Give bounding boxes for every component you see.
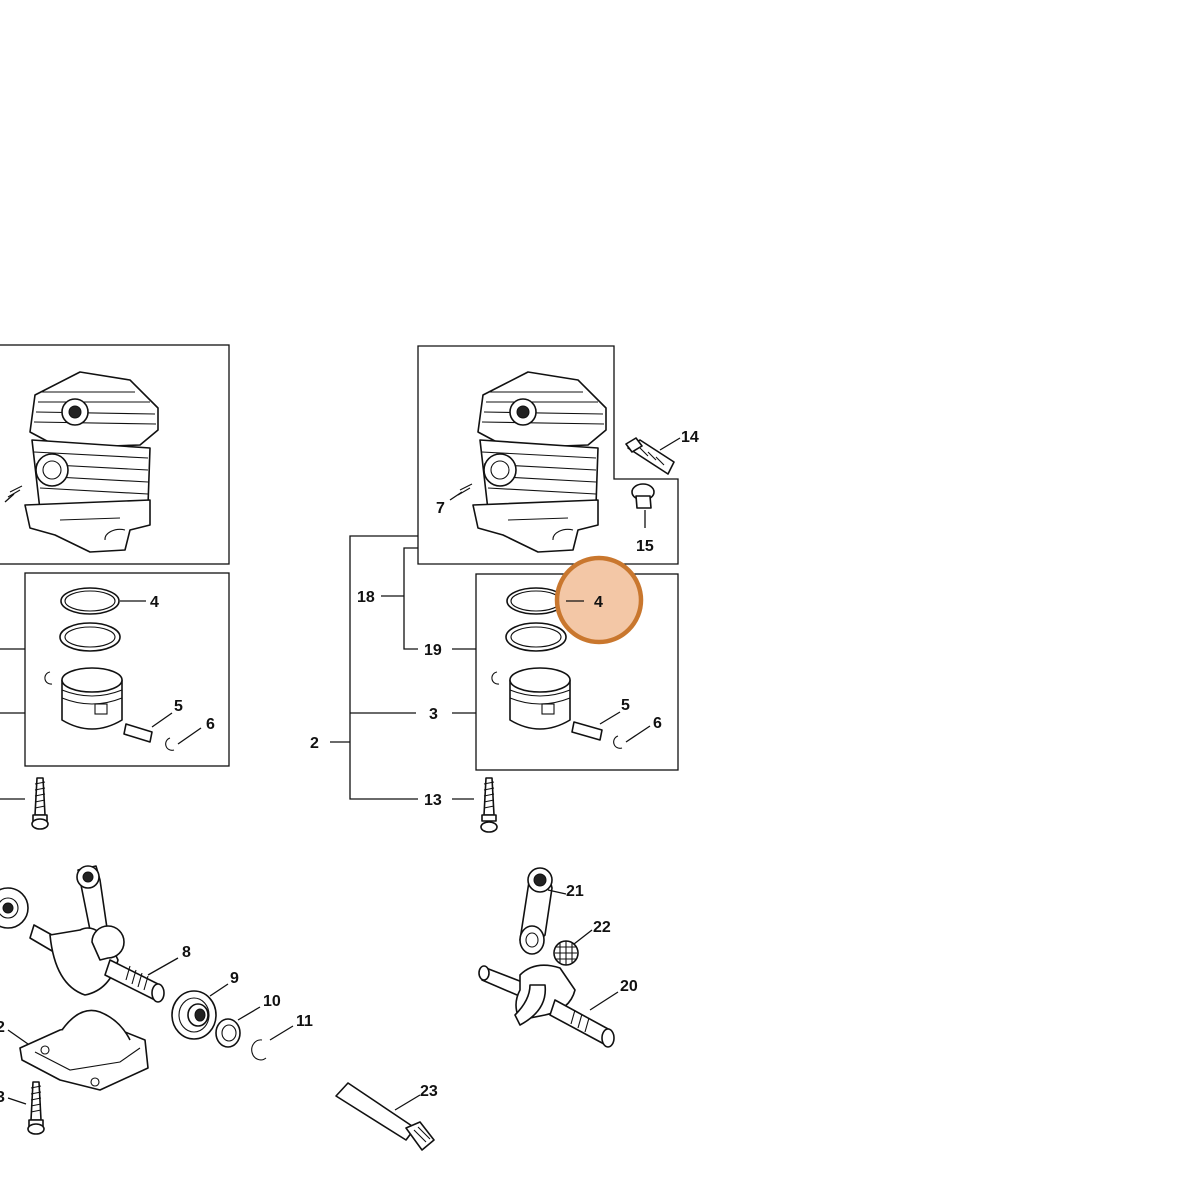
left-callout-6: 6 [206, 716, 215, 733]
right-conrod-drawing [519, 867, 567, 955]
left-callout-8: 8 [182, 944, 191, 961]
left-crankcase-drawing [7, 1009, 149, 1091]
left-callout-9: 9 [230, 970, 239, 987]
right-screw-drawing [480, 777, 498, 833]
left-callout-2: 2 [0, 1019, 5, 1036]
left-callout-10: 10 [263, 993, 281, 1010]
right-crankshaft-drawing [478, 964, 619, 1048]
right-piston-drawing [491, 587, 651, 749]
left-cylinder-frame [0, 344, 230, 565]
left-callout-leads [0, 600, 202, 800]
right-callout-6: 6 [653, 715, 662, 732]
right-callout-21: 21 [566, 883, 584, 900]
right-callout-5: 5 [621, 697, 630, 714]
left-callout-4: 4 [150, 594, 159, 611]
right-bracket-leads [330, 535, 476, 800]
left-crankshaft-drawing [0, 865, 179, 1003]
right-plug-drawing [631, 483, 655, 528]
left-callout-11: 11 [296, 1013, 313, 1030]
highlight-circle [554, 555, 644, 645]
left-piston-drawing [44, 587, 175, 751]
right-callout-18: 18 [357, 589, 375, 606]
left-callout-5: 5 [174, 698, 183, 715]
left-parts-group: 4 5 6 8 [0, 344, 313, 1135]
right-spark-plug-drawing [625, 437, 681, 475]
left-seal-drawing [215, 1006, 261, 1048]
right-callout-20: 20 [620, 978, 638, 995]
right-callout-7: 7 [436, 500, 445, 517]
right-grease-tube-drawing [335, 1082, 435, 1151]
left-callout-3: 3 [0, 1089, 5, 1106]
right-callout-23: 23 [420, 1083, 438, 1100]
right-callout-13: 13 [424, 792, 442, 809]
right-callout-15: 15 [636, 538, 654, 555]
left-bearing-drawing [171, 983, 229, 1040]
right-needle-cage-drawing [553, 929, 593, 966]
right-cylinder-frame [417, 345, 679, 565]
right-callout-4: 4 [594, 594, 603, 611]
right-callout-14: 14 [681, 429, 699, 446]
left-cylinder-drawing [4, 371, 159, 553]
left-piston-frame [24, 572, 230, 767]
right-parts-group: 7 14 15 [310, 345, 699, 1151]
left-screw-drawing [31, 777, 49, 830]
right-callout-22: 22 [593, 919, 611, 936]
right-callout-3: 3 [429, 706, 438, 723]
right-cylinder-drawing [457, 371, 607, 553]
right-callout-19: 19 [424, 642, 442, 659]
right-callout-2: 2 [310, 735, 319, 752]
left-bottom-screw-drawing [7, 1081, 45, 1135]
left-circlip-drawing [251, 1025, 294, 1061]
